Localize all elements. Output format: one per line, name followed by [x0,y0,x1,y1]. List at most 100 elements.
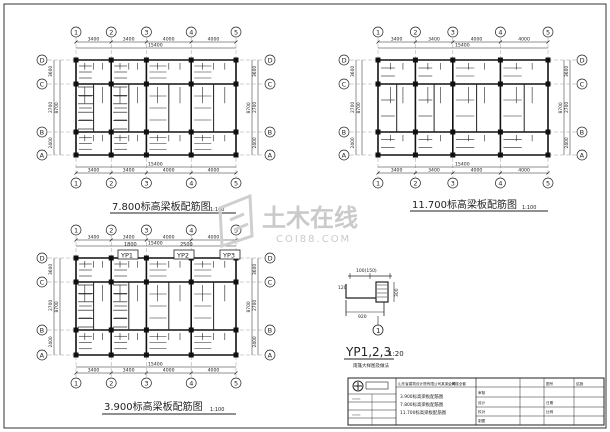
title-block-cell-7: 校对 [478,409,486,414]
axis-label-number: 2 [413,180,417,188]
axis-label-letter: A [40,352,45,360]
column [143,57,149,63]
column [545,152,551,158]
dim-bay: 2700 [252,102,258,113]
column [73,327,79,333]
column [233,129,239,135]
axis-label-letter: C [268,279,273,287]
column [143,279,149,285]
axis-bubble [495,26,506,38]
column [545,57,551,63]
detail-scale: 1:20 [388,350,404,358]
axis-bubble [36,349,48,361]
dim-value: 3400 [123,368,135,374]
dim-tick [413,171,418,175]
axis-bubble [410,26,421,38]
dim-bay: 3600 [564,66,570,77]
axis-bubble [105,224,117,236]
axis-bubble [264,276,276,288]
dim-tick [451,40,455,44]
dim-bay: 3600 [48,264,54,275]
title-block-ref-b: ▭▭▭ [352,413,361,417]
dim-bay: 2400 [48,336,54,347]
dim-tick [144,171,149,175]
column [108,152,114,158]
column [375,129,381,135]
dim-value: 3400 [88,235,100,241]
dim-tick [189,238,193,242]
title-block-project: 公寓楼全套 [448,381,466,386]
column [188,327,194,333]
sheet-border [3,3,607,429]
axis-bubble [264,324,276,336]
axis-label-number: 2 [109,380,113,388]
title-block-cell-4: 比例 [546,409,554,414]
axis-label-number: 4 [189,180,193,188]
dim-tick [413,40,418,44]
axis-bubble [36,149,48,161]
dim-bay: 2700 [350,102,356,113]
dim-tick [451,171,455,175]
dim-tick [376,171,380,175]
axis-label-letter: D [40,57,45,65]
axis-bubble [338,149,350,161]
column [233,57,239,63]
column [73,129,79,135]
column [73,255,79,261]
axis-bubble [264,54,276,66]
column [545,81,551,87]
column [233,327,239,333]
axis-bubble [264,349,276,361]
column [497,81,503,87]
axis-label-letter: D [342,57,347,65]
axis-label-number: 2 [109,227,113,235]
axis-label-letter: B [580,129,584,137]
column [188,81,194,87]
dim-tick [546,171,550,175]
title-block-cell-8: 制图 [478,418,486,423]
axis-bubble [542,177,554,189]
axis-label-number: 5 [546,29,550,37]
column [188,129,194,135]
dim-total: 15400 [148,43,163,49]
column [412,81,418,87]
title-block-logo-icon [352,380,389,392]
dim-value: 3400 [123,37,135,43]
axis-bubble [70,224,82,236]
column [108,255,114,261]
title-block: 山东省建筑设计院有限公司某某公司 公寓楼全套 3.900标高梁板配筋图 7.80… [347,377,605,426]
dim-tick [109,171,113,175]
dim-tick [74,171,78,175]
axis-bubble [447,26,459,38]
axis-bubble [141,224,152,236]
axis-bubble [105,377,117,389]
axis-bubble [230,26,242,38]
dim-bay: 2700 [48,300,54,311]
axis-label-number: 4 [498,180,502,188]
column [143,152,149,158]
dim-value: 4000 [163,37,175,43]
dim-value: 3400 [428,37,440,43]
axis-label-number: 4 [498,29,502,37]
dim-tick [498,40,503,44]
title-block-drawing-1: 3.900标高梁板配筋图 [400,393,444,400]
axis-bubble [576,78,588,90]
axis-bubble [70,377,82,389]
dim-value: 4000 [518,37,530,43]
dim-value: 3400 [391,168,403,174]
svg-text:YP2: YP2 [176,252,189,260]
dim-value: 4000 [208,235,220,241]
title-block-drawing-2: 7.800标高梁板配筋图 [400,401,444,408]
detail-dim-c: 920 [358,314,367,320]
title-block-cell-1: 图号 [546,381,554,386]
axis-label-letter: C [342,81,347,89]
column [188,352,194,358]
dim-value: 3400 [88,37,100,43]
dim-value: 3400 [123,235,135,241]
column [233,352,239,358]
dim-tick [109,40,113,44]
axis-bubble [338,78,350,90]
axis-bubble [105,177,117,189]
dim-tick [144,40,149,44]
